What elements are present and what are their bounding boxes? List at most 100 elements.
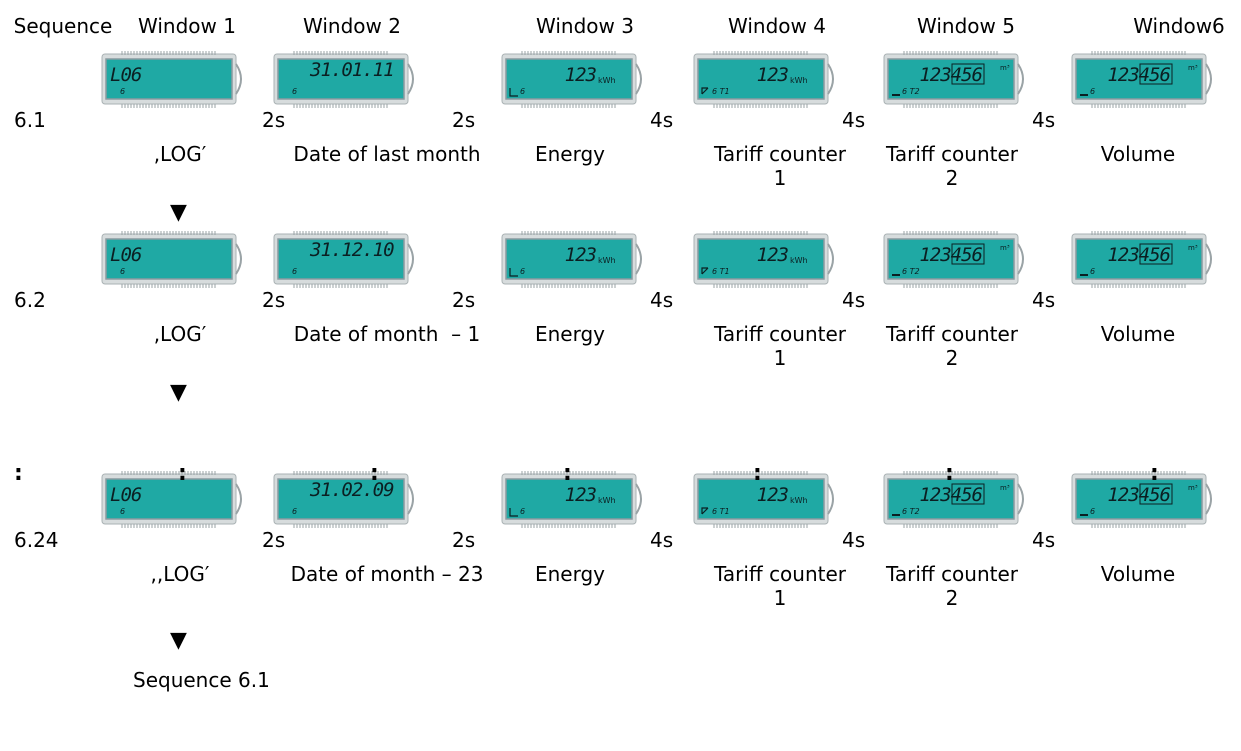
delay-label: 4s — [650, 528, 674, 552]
window-caption: Tariff counter 2 — [885, 322, 1019, 370]
svg-text:6: 6 — [292, 87, 297, 96]
lcd-screen: 123456 m³ 6 — [1071, 231, 1212, 288]
svg-text:L06: L06 — [110, 64, 142, 86]
delay-label: 4s — [650, 108, 674, 132]
ellipsis-mark: : — [945, 461, 954, 486]
svg-text:kWh: kWh — [598, 256, 616, 265]
svg-text:m³: m³ — [1000, 244, 1010, 252]
ellipsis-mark: : — [563, 461, 572, 486]
delay-label: 2s — [262, 528, 286, 552]
window-caption: Tariff counter 2 — [885, 562, 1019, 610]
svg-text:kWh: kWh — [598, 76, 616, 85]
window-caption: ,,LOG′ — [150, 562, 210, 586]
svg-text:6 T1: 6 T1 — [712, 507, 730, 516]
lcd-screen: 31.02.09 6 — [273, 471, 414, 528]
svg-text:m³: m³ — [1188, 244, 1198, 252]
sequence-id: 6.24 — [14, 528, 59, 552]
delay-label: 2s — [452, 288, 476, 312]
window-caption: Energy — [534, 562, 606, 586]
svg-text:6 T1: 6 T1 — [712, 87, 730, 96]
svg-text:123456: 123456 — [1107, 484, 1170, 506]
svg-text:kWh: kWh — [790, 76, 808, 85]
svg-text:123: 123 — [565, 244, 597, 266]
delay-label: 4s — [1032, 288, 1056, 312]
lcd-display-window-2: 31.02.09 6 — [272, 470, 414, 528]
ellipsis-mark: : — [178, 461, 187, 486]
svg-text:6 T2: 6 T2 — [902, 87, 920, 96]
delay-label: 2s — [452, 528, 476, 552]
svg-text:123: 123 — [565, 484, 597, 506]
window-caption: Volume — [1100, 322, 1176, 346]
window-caption: Date of month – 23 — [290, 562, 484, 586]
svg-text:6: 6 — [520, 267, 525, 276]
window-caption: Volume — [1100, 562, 1176, 586]
svg-text:6: 6 — [120, 87, 125, 96]
svg-text:123: 123 — [757, 244, 789, 266]
delay-label: 4s — [842, 288, 866, 312]
window-caption: Tariff counter 1 — [713, 322, 847, 370]
svg-text:m³: m³ — [1000, 484, 1010, 492]
lcd-screen: 31.01.11 6 — [273, 51, 414, 108]
svg-text:6 T2: 6 T2 — [902, 507, 920, 516]
svg-text:6 T2: 6 T2 — [902, 267, 920, 276]
svg-text:6: 6 — [120, 507, 125, 516]
ellipsis-mark: : — [14, 461, 23, 486]
window-caption: Tariff counter 1 — [713, 562, 847, 610]
svg-text:m³: m³ — [1188, 484, 1198, 492]
window-caption: ,LOG′ — [153, 142, 207, 166]
window-caption: Tariff counter 2 — [885, 142, 1019, 190]
svg-text:6: 6 — [1090, 267, 1095, 276]
ellipsis-mark: : — [753, 461, 762, 486]
delay-label: 2s — [262, 108, 286, 132]
svg-text:kWh: kWh — [598, 496, 616, 505]
window-caption: Volume — [1100, 142, 1176, 166]
delay-label: 4s — [1032, 108, 1056, 132]
delay-label: 4s — [842, 108, 866, 132]
header-sequence: Sequence — [13, 14, 113, 38]
svg-text:31.01.11: 31.01.11 — [309, 59, 394, 81]
svg-text:6: 6 — [292, 267, 297, 276]
delay-label: 4s — [1032, 528, 1056, 552]
window-caption: Date of month – 1 — [293, 322, 481, 346]
svg-text:L06: L06 — [110, 244, 142, 266]
window-caption: Energy — [534, 322, 606, 346]
svg-text:6 T1: 6 T1 — [712, 267, 730, 276]
svg-text:6: 6 — [1090, 507, 1095, 516]
sequence-id: 6.2 — [14, 288, 46, 312]
svg-text:31.12.10: 31.12.10 — [309, 239, 394, 261]
svg-text:123: 123 — [757, 64, 789, 86]
footer-sequence-label: Sequence 6.1 — [133, 668, 270, 692]
svg-text:6: 6 — [292, 507, 297, 516]
down-arrow-icon: ▼ — [170, 380, 187, 405]
header-window-5: Window 5 — [917, 14, 1015, 38]
window-caption: ,LOG′ — [153, 322, 207, 346]
svg-text:31.02.09: 31.02.09 — [309, 479, 394, 501]
lcd-display-window-6: 123456 m³ 6 — [1070, 230, 1212, 288]
svg-text:123456: 123456 — [1107, 244, 1170, 266]
delay-label: 4s — [842, 528, 866, 552]
svg-text:m³: m³ — [1000, 64, 1010, 72]
svg-text:kWh: kWh — [790, 496, 808, 505]
window-caption: Date of last month — [293, 142, 481, 166]
header-window-6: Window6 — [1133, 14, 1225, 38]
svg-text:kWh: kWh — [790, 256, 808, 265]
delay-label: 2s — [262, 288, 286, 312]
